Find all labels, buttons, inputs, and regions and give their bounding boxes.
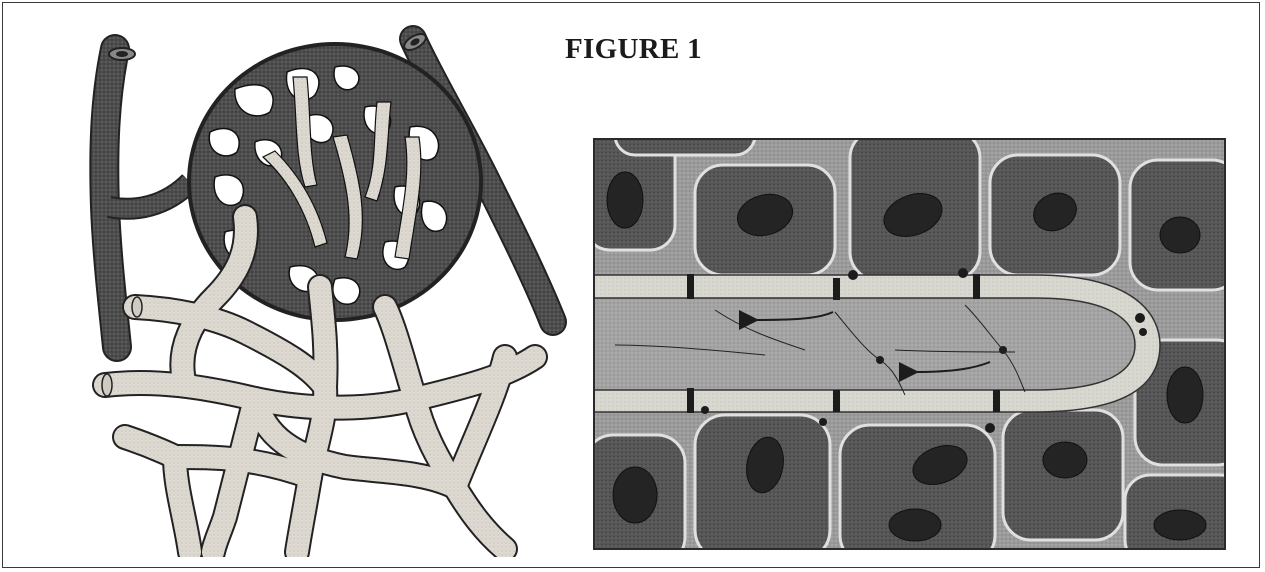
figure-title: FIGURE 1 bbox=[565, 33, 702, 66]
capillary-network-svg bbox=[65, 17, 575, 557]
tissue-cross-section-svg bbox=[595, 140, 1226, 550]
tissue-cross-section-illustration bbox=[593, 138, 1226, 550]
capillary-tube bbox=[595, 268, 1160, 433]
capillary-network-illustration bbox=[65, 17, 575, 557]
